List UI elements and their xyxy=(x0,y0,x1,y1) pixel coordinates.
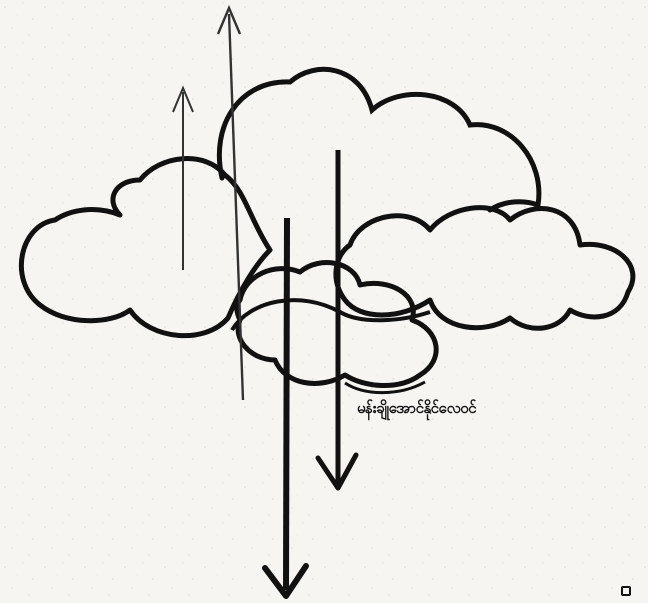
corner-square-mark xyxy=(621,586,631,596)
diagram-caption: မန်းချိုအောင်နိုင်လေဝင် xyxy=(357,399,476,421)
